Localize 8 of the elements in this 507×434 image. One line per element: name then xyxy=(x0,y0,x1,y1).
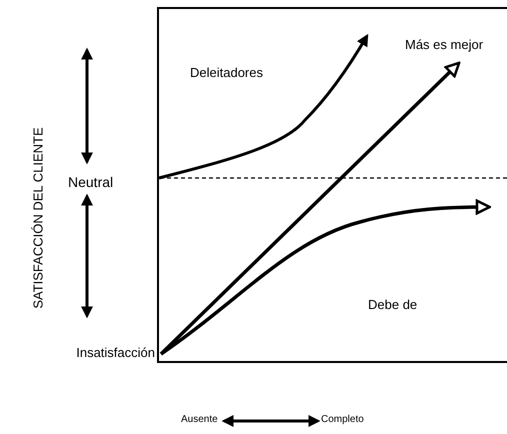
axis-end-label: Ausente xyxy=(181,415,218,425)
level-label: Insatisfacción xyxy=(76,346,155,359)
axis-end-label: Completo xyxy=(321,415,364,425)
curve-label: Debe de xyxy=(368,298,418,311)
axis-title: SATISFACCIÓN DEL CLIENTE xyxy=(32,127,44,309)
curve-label: Deleitadores xyxy=(190,66,263,79)
curve-label: Más es mejor xyxy=(405,38,484,51)
level-label: Neutral xyxy=(68,175,114,189)
